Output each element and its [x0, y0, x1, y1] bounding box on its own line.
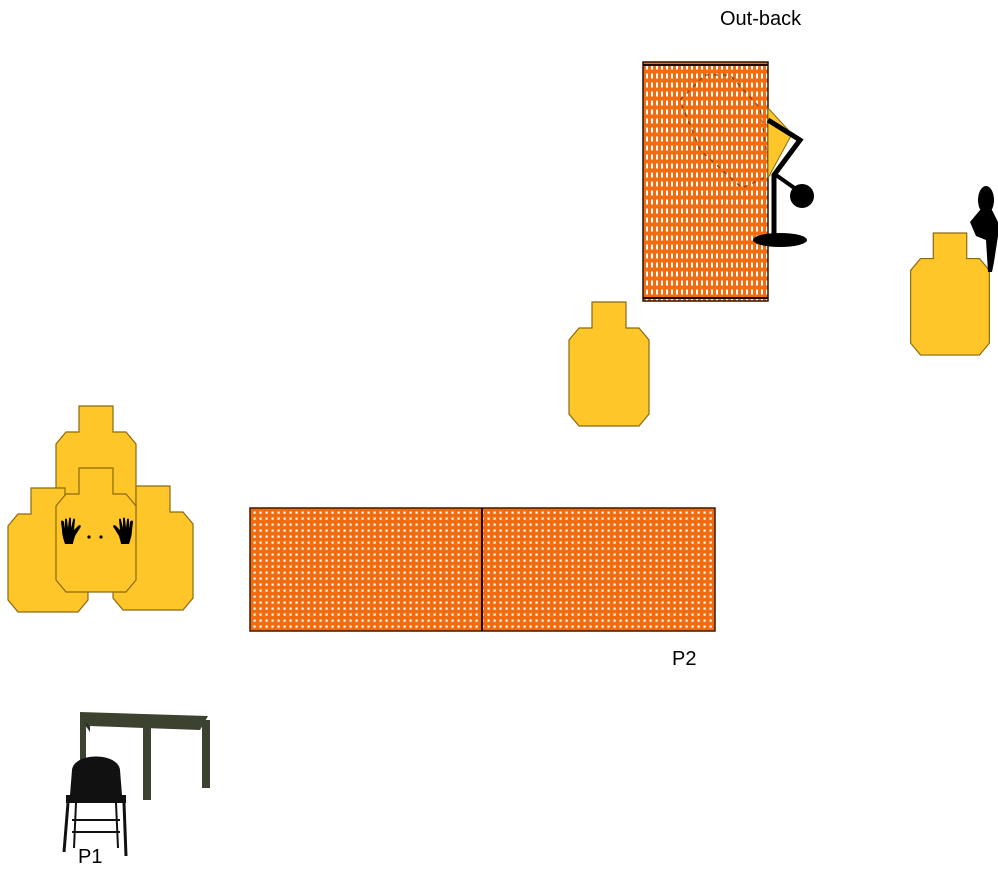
- target-mid: [569, 302, 649, 426]
- folding-chair-icon: [64, 757, 126, 857]
- popper-base: [753, 233, 807, 247]
- target-right: [911, 233, 990, 355]
- back-barrier-group: [643, 62, 814, 301]
- position-p2-label: P2: [672, 648, 696, 671]
- popper-head: [790, 184, 814, 208]
- out-back-label: Out-back: [720, 8, 801, 31]
- back-mesh-barrier: [643, 62, 768, 301]
- position-p1-label: P1: [78, 846, 102, 869]
- mesh-wall-barrier: [250, 508, 715, 631]
